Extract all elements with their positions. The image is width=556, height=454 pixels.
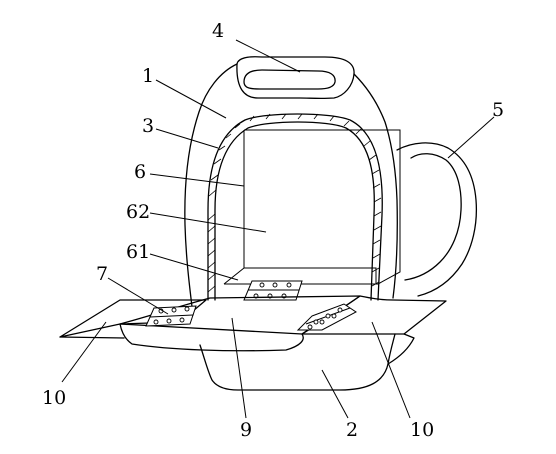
- label-6: 6: [134, 161, 146, 183]
- label-10-right: 10: [410, 419, 434, 441]
- label-7: 7: [96, 263, 108, 285]
- insulation-lining: [207, 113, 383, 301]
- label-10-left: 10: [42, 387, 66, 409]
- handle: [236, 56, 355, 100]
- main-body-shell: [184, 63, 398, 391]
- label-5: 5: [492, 99, 504, 121]
- label-1: 1: [142, 65, 154, 87]
- label-61: 61: [126, 241, 150, 263]
- right-hinge: [296, 303, 357, 331]
- label-2: 2: [346, 419, 358, 441]
- label-9: 9: [240, 419, 252, 441]
- leader-lines: [61, 39, 495, 419]
- label-3: 3: [142, 115, 154, 137]
- right-flap: [301, 295, 447, 365]
- lining-hatch: [207, 113, 382, 293]
- label-4: 4: [212, 20, 224, 42]
- spout: [396, 142, 478, 297]
- label-62: 62: [126, 201, 150, 223]
- left-hinge: [145, 305, 197, 327]
- reference-numerals: 4 1 5 3 6 62 61 7 10 9 2 10: [42, 20, 504, 441]
